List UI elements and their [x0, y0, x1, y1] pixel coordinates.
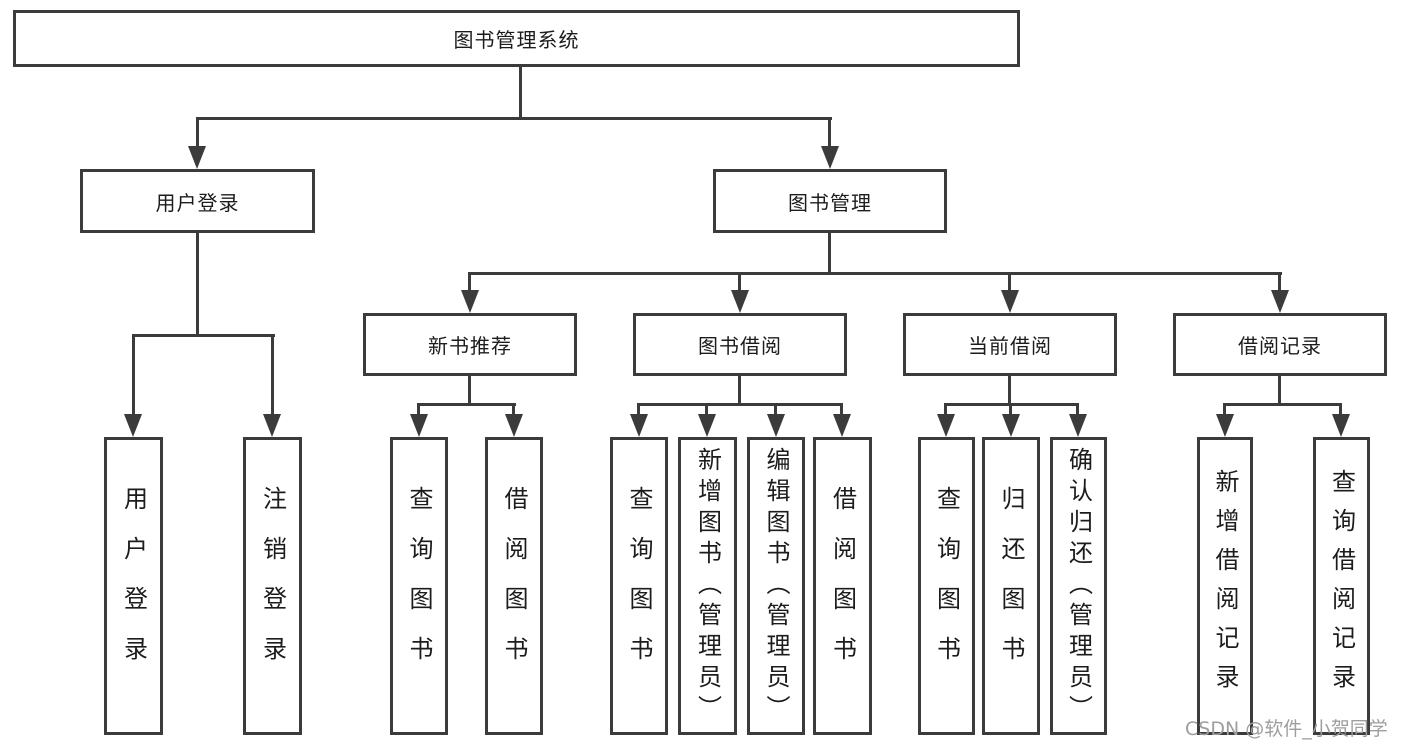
connector-drop-leaf: [944, 403, 947, 415]
connector-level3-bus: [468, 272, 1282, 275]
connector-drop-leaf: [271, 334, 274, 414]
arrowhead-icon: [188, 146, 206, 169]
connector-drop-user-login: [196, 117, 199, 148]
connector-level2-bus: [196, 117, 832, 120]
connector-drop-module: [1008, 272, 1011, 291]
node-new-book-recommend: 新书推荐: [363, 313, 577, 376]
connector-drop-leaf: [417, 403, 420, 415]
connector-current-borrow-stem: [1008, 376, 1011, 406]
leaf-borrow-book: 借阅图书: [813, 437, 872, 735]
arrowhead-icon: [1216, 414, 1234, 437]
connector-drop-book-mgmt: [828, 117, 831, 148]
leaf-user-login: 用户登录: [104, 437, 163, 735]
arrowhead-icon: [767, 414, 785, 437]
arrowhead-icon: [1002, 414, 1020, 437]
connector-drop-leaf: [1339, 403, 1342, 415]
arrowhead-icon: [461, 290, 479, 313]
arrowhead-icon: [505, 414, 523, 437]
connector-book-borrow-stem: [738, 376, 741, 406]
connector-current-borrow-bus: [945, 403, 1079, 406]
connector-root-stem: [519, 67, 522, 118]
node-borrow-record: 借阅记录: [1173, 313, 1387, 376]
arrowhead-icon: [937, 414, 955, 437]
leaf-label: 查询借阅记录: [1327, 469, 1356, 703]
leaf-query-book: 查询图书: [390, 437, 448, 735]
connector-book-mgmt-stem: [828, 233, 831, 275]
connector-drop-leaf: [705, 403, 708, 415]
leaf-label: 注销登录: [258, 486, 287, 686]
csdn-watermark: CSDN @软件_小贺同学: [1185, 718, 1388, 740]
arrowhead-icon: [731, 290, 749, 313]
arrowhead-icon: [1001, 290, 1019, 313]
arrowhead-icon: [1332, 414, 1350, 437]
leaf-borrow-book: 借阅图书: [485, 437, 543, 735]
leaf-label: 新增图书（管理员）: [693, 446, 722, 726]
node-label: 图书管理: [788, 190, 872, 215]
connector-drop-leaf: [1223, 403, 1226, 415]
node-book-management-branch: 图书管理: [713, 169, 947, 233]
connector-new-book-bus: [418, 403, 516, 406]
node-book-borrow: 图书借阅: [633, 313, 847, 376]
connector-user-login-bus: [132, 334, 275, 337]
connector-drop-leaf: [637, 403, 640, 415]
arrowhead-icon: [698, 414, 716, 437]
node-root-system: 图书管理系统: [13, 10, 1020, 67]
leaf-label: 借阅图书: [500, 486, 528, 686]
leaf-logout: 注销登录: [243, 437, 302, 735]
leaf-add-book-admin: 新增图书（管理员）: [678, 437, 737, 735]
node-current-borrow: 当前借阅: [903, 313, 1117, 376]
connector-user-login-stem: [196, 233, 199, 337]
connector-drop-module: [1278, 272, 1281, 291]
node-label: 图书管理系统: [453, 28, 580, 52]
node-label: 图书借阅: [698, 334, 782, 358]
arrowhead-icon: [821, 146, 839, 169]
leaf-label: 确认归还（管理员）: [1064, 446, 1093, 726]
node-user-login-branch: 用户登录: [80, 169, 315, 233]
arrowhead-icon: [833, 414, 851, 437]
leaf-return-book: 归还图书: [982, 437, 1040, 735]
leaf-label: 借阅图书: [828, 486, 857, 686]
arrowhead-icon: [263, 414, 281, 437]
connector-drop-leaf: [132, 334, 135, 414]
leaf-label: 查询图书: [405, 486, 433, 686]
leaf-label: 查询图书: [932, 486, 961, 686]
leaf-edit-book-admin: 编辑图书（管理员）: [747, 437, 805, 735]
connector-drop-leaf: [1076, 403, 1079, 415]
node-label: 用户登录: [155, 190, 240, 215]
connector-book-borrow-bus: [638, 403, 843, 406]
connector-drop-leaf: [512, 403, 515, 415]
leaf-label: 查询图书: [625, 486, 653, 686]
connector-drop-leaf: [840, 403, 843, 415]
leaf-label: 归还图书: [997, 486, 1025, 686]
connector-drop-leaf: [774, 403, 777, 415]
connector-new-book-stem: [468, 376, 471, 406]
connector-drop-leaf: [1009, 403, 1012, 415]
arrowhead-icon: [410, 414, 428, 437]
node-label: 借阅记录: [1238, 334, 1322, 358]
leaf-label: 用户登录: [119, 486, 148, 686]
arrowhead-icon: [630, 414, 648, 437]
leaf-query-book: 查询图书: [610, 437, 668, 735]
leaf-query-book: 查询图书: [918, 437, 975, 735]
leaf-add-borrow-record: 新增借阅记录: [1197, 437, 1253, 735]
node-label: 当前借阅: [968, 334, 1052, 358]
arrowhead-icon: [1069, 414, 1087, 437]
node-label: 新书推荐: [428, 334, 512, 358]
arrowhead-icon: [1271, 290, 1289, 313]
leaf-label: 新增借阅记录: [1211, 469, 1239, 703]
connector-drop-module: [468, 272, 471, 291]
arrowhead-icon: [124, 414, 142, 437]
connector-borrow-record-bus: [1224, 403, 1342, 406]
connector-borrow-record-stem: [1278, 376, 1281, 406]
connector-drop-module: [738, 272, 741, 291]
leaf-confirm-return-admin: 确认归还（管理员）: [1050, 437, 1107, 735]
leaf-query-borrow-record: 查询借阅记录: [1313, 437, 1370, 735]
leaf-label: 编辑图书（管理员）: [762, 446, 790, 726]
